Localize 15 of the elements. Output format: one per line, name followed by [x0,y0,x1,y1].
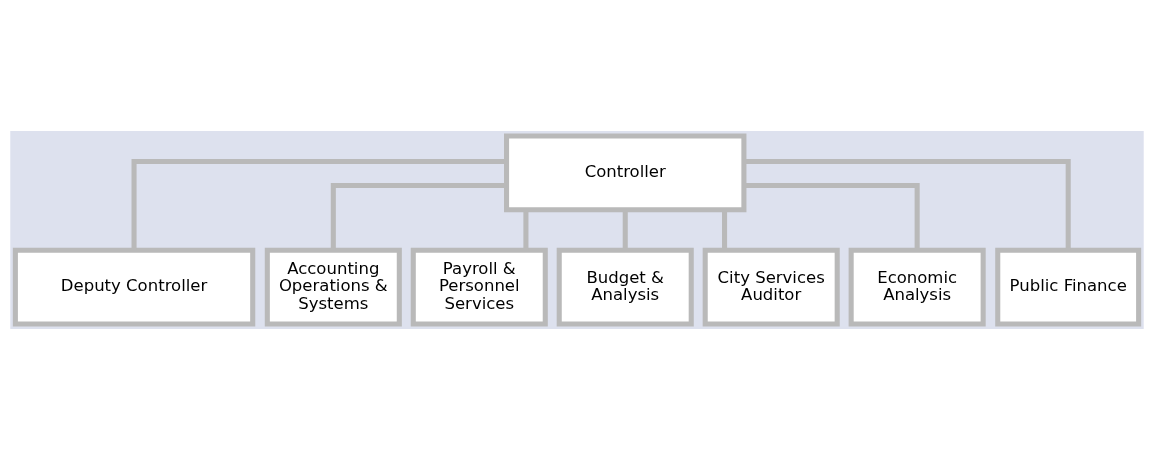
node-box: Payroll & Personnel Services [410,247,548,327]
connector [330,183,507,250]
node-box: Public Finance [995,247,1142,327]
connector [523,210,529,250]
connector [743,158,1071,251]
node-box: Deputy Controller [12,247,256,327]
connector [131,158,507,251]
node-box: Budget & Analysis [556,247,694,327]
node-box: City Services Auditor [702,247,840,327]
node-box: Accounting Operations & Systems [264,247,402,327]
node-box: Controller [504,133,747,213]
connector [743,183,920,250]
connector [622,210,628,250]
connector [722,210,728,250]
node-box: Economic Analysis [848,247,986,327]
